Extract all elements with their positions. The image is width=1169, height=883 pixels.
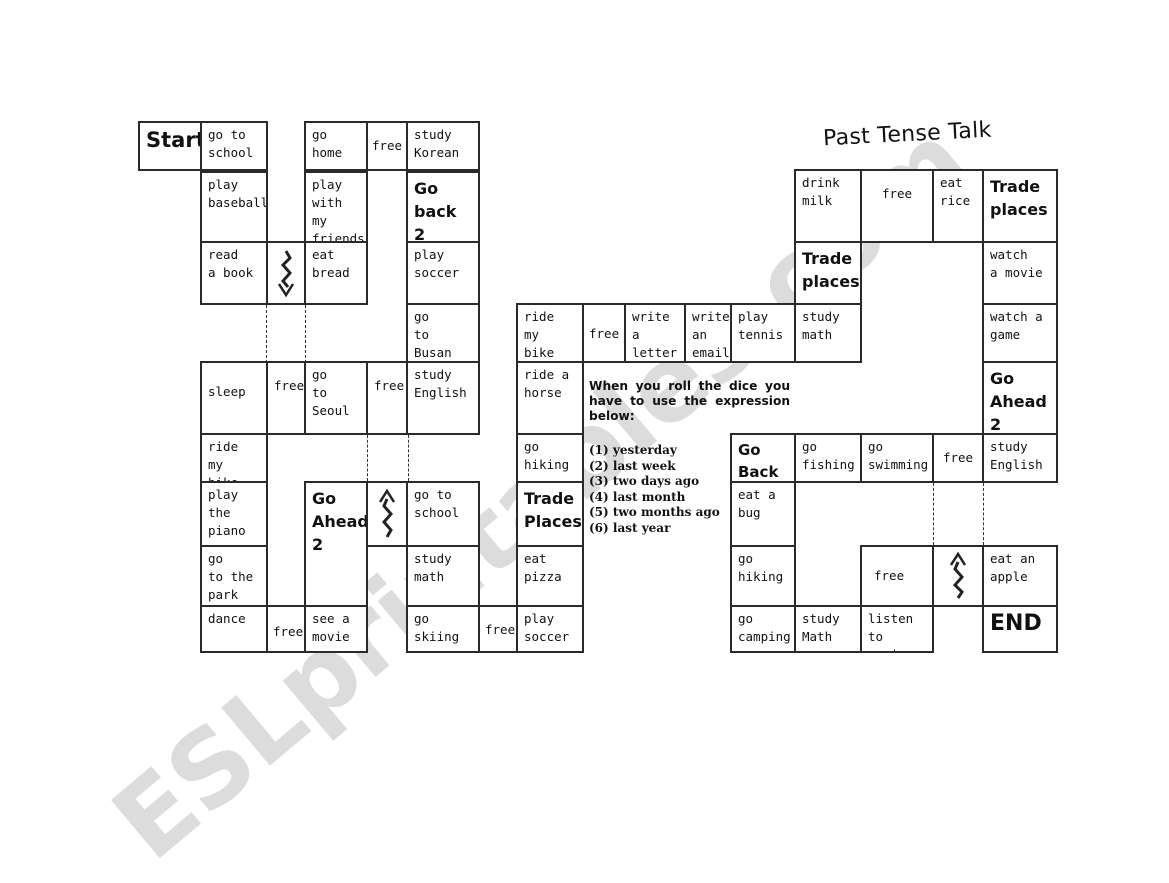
board-title: Past Tense Talk: [822, 117, 993, 152]
square-study-english: study English: [982, 433, 1058, 483]
dashed-line: [305, 305, 306, 363]
square-play-soccer: play soccer: [406, 241, 480, 305]
square-ride-my-bike: ride my bike: [200, 433, 268, 483]
square-study-math: study Math: [794, 605, 862, 653]
square-go-fishing: go fishing: [794, 433, 862, 483]
square-eat-pizza: eat pizza: [516, 545, 584, 607]
square-go-to-seoul: go to Seoul: [304, 361, 368, 435]
dashed-line: [983, 483, 984, 545]
square-go-ahead-2: Go Ahead 2: [982, 361, 1058, 435]
instructions-text: When you roll the dice you have to use t…: [589, 379, 790, 423]
square-go-hiking: go hiking: [516, 433, 584, 483]
square-sleep: sleep: [200, 361, 268, 435]
square-go-back-1: Go Back 1: [730, 433, 796, 483]
arrow-up-icon: [378, 488, 396, 538]
square-write-an-email: write an email: [684, 303, 732, 363]
square-go-camping: go camping: [730, 605, 796, 653]
square-read-a-book: read a book: [200, 241, 268, 305]
expression-item: (6) last year: [589, 520, 671, 535]
dashed-line: [266, 305, 267, 363]
square-free: free: [478, 605, 518, 653]
square-free: free: [266, 605, 306, 653]
square-watch-a-movie: watch a movie: [982, 241, 1058, 305]
square-play-soccer: play soccer: [516, 605, 584, 653]
start-square: Start: [138, 121, 202, 171]
expression-item: (4) last month: [589, 489, 686, 504]
square-play-tennis: play tennis: [730, 303, 796, 363]
square-free: free: [582, 303, 626, 363]
square-free: free: [366, 121, 408, 171]
square-trade-places: Trade Places: [516, 481, 584, 547]
square-go-home: go home: [304, 121, 368, 171]
arrow-up-icon: [949, 551, 967, 599]
square-go-to-school: go to school: [200, 121, 268, 171]
square-study-math: study math: [406, 545, 480, 607]
square-study-korean: study Korean: [406, 121, 480, 171]
square-play-baseball: play baseball: [200, 171, 268, 243]
square-drink-milk: drink milk: [794, 169, 862, 243]
square-see-a-movie: see a movie: [304, 605, 368, 653]
dashed-line: [408, 435, 409, 481]
game-board-page: ESLprintables.com Past Tense Talk Start …: [90, 100, 1058, 883]
square-watch-a-game: watch a game: [982, 303, 1058, 363]
square-eat-an-apple: eat an apple: [982, 545, 1058, 607]
arrow-up-square: [932, 545, 984, 607]
square-listen-to-music: listen to music: [860, 605, 934, 653]
square-trade-places: Trade places: [794, 241, 862, 305]
square-free: free: [366, 361, 408, 435]
square-go-to-busan: go to Busan: [406, 303, 480, 363]
dashed-line: [367, 435, 368, 481]
square-free: free: [266, 361, 306, 435]
square-study-math: study math: [794, 303, 862, 363]
end-square: END: [982, 605, 1058, 653]
expression-item: (3) two days ago: [589, 474, 700, 489]
square-eat-a-bug: eat a bug: [730, 481, 796, 547]
expression-item: (1) yesterday: [589, 443, 677, 457]
square-go-to-school: go to school: [406, 481, 480, 547]
square-go-back-2: Go back 2: [406, 171, 480, 243]
square-write-a-letter: write a letter: [624, 303, 686, 363]
square-go-swimming: go swimming: [860, 433, 934, 483]
square-free: free: [860, 545, 934, 607]
square-free: free: [860, 169, 934, 243]
square-play-with-my-friends: play with my friends: [304, 171, 368, 243]
square-go-skiing: go skiing: [406, 605, 480, 653]
square-ride-a-horse: ride a horse: [516, 361, 584, 435]
square-eat-bread: eat bread: [304, 241, 368, 305]
arrow-down-icon: [277, 250, 295, 298]
square-play-the-piano: play the piano: [200, 481, 268, 547]
square-eat-rice: eat rice: [932, 169, 984, 243]
square-study-english: study English: [406, 361, 480, 435]
square-trade-places: Trade places: [982, 169, 1058, 243]
square-go-hiking: go hiking: [730, 545, 796, 607]
dashed-line: [933, 483, 934, 545]
square-ride-my-bike: ride my bike: [516, 303, 584, 363]
expression-list: (1) yesterday (2) last week (3) two days…: [589, 443, 720, 537]
square-free: free: [932, 433, 984, 483]
arrow-up-square: [366, 481, 408, 547]
expression-item: (5) two months ago: [589, 505, 720, 520]
square-go-to-the-park: go to the park: [200, 545, 268, 607]
arrow-down-square: [266, 241, 306, 305]
expression-item: (2) last week: [589, 458, 676, 473]
square-dance: dance: [200, 605, 268, 653]
